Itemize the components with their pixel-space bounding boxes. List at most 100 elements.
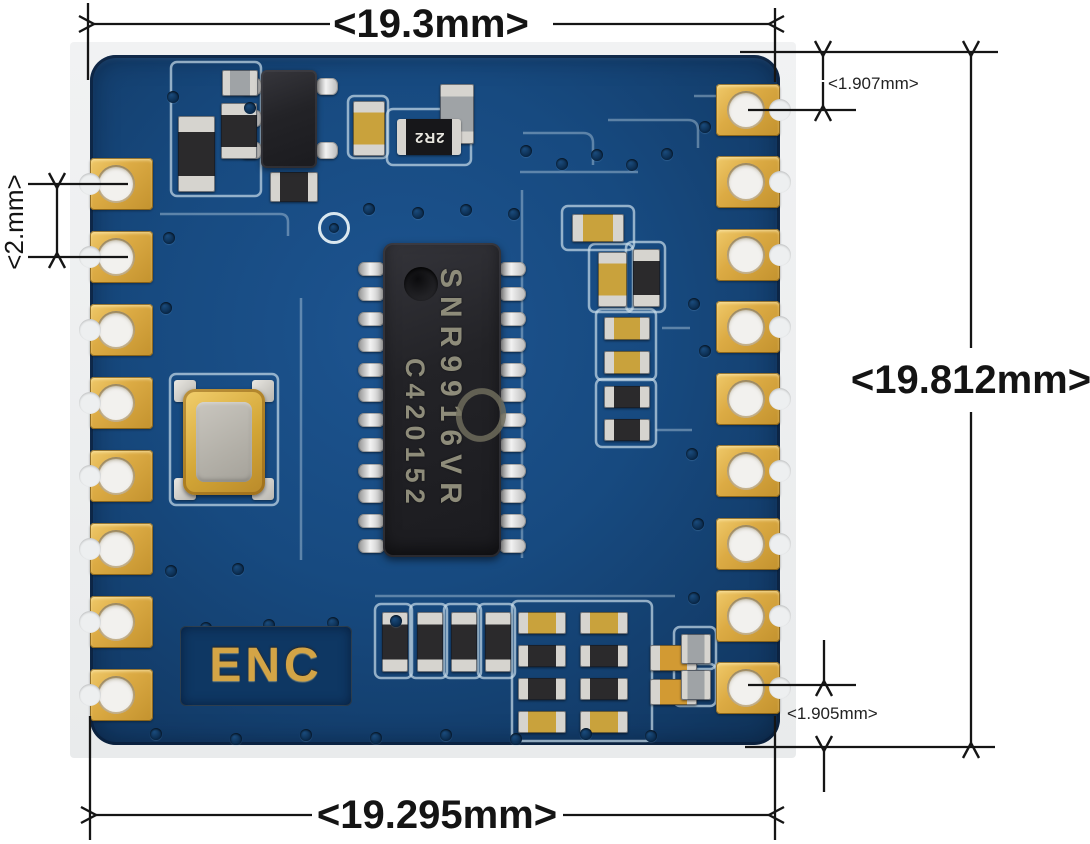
- pad-hole: [727, 524, 765, 563]
- via: [165, 565, 177, 577]
- smd-capacitor: [222, 70, 258, 96]
- castellated-pad-left-5: [79, 450, 153, 502]
- smd-capacitor: [451, 612, 477, 672]
- via: [510, 733, 522, 745]
- via: [688, 298, 700, 310]
- pad-hole: [727, 452, 765, 491]
- castellation-notch: [769, 315, 791, 338]
- dim-bottom-width-label: <19.295mm>: [316, 793, 558, 837]
- pad-hole: [727, 307, 765, 346]
- fiducial-ring: [318, 212, 350, 244]
- ic-pin-right-7: [499, 413, 526, 427]
- via: [363, 203, 375, 215]
- via: [232, 563, 244, 575]
- pad-hole: [97, 311, 135, 349]
- castellation-notch: [769, 388, 791, 410]
- via: [440, 729, 452, 741]
- castellated-pad-left-8: [79, 669, 153, 721]
- ic-pin-left-11: [358, 514, 385, 528]
- via: [699, 121, 711, 133]
- silkscreen-plate: ENC: [180, 626, 352, 706]
- via: [370, 732, 382, 744]
- dim-top-width-label: <19.3mm>: [333, 2, 529, 46]
- ic-pin-left-4: [358, 338, 385, 352]
- via: [688, 592, 700, 604]
- via: [692, 518, 704, 530]
- via: [412, 207, 424, 219]
- ic-pin-right-6: [499, 388, 526, 402]
- ic-pin-right-5: [499, 363, 526, 377]
- castellation-notch: [79, 246, 101, 268]
- smd-capacitor: [598, 252, 627, 307]
- via: [626, 159, 638, 171]
- smd-capacitor: [681, 670, 711, 700]
- smd-capacitor: [580, 678, 628, 700]
- via: [591, 149, 603, 161]
- main-ic: [383, 243, 501, 557]
- pad-hole: [97, 530, 135, 568]
- castellation-notch: [769, 460, 791, 483]
- via: [150, 728, 162, 740]
- castellated-pad-right-1: [716, 84, 791, 136]
- ic-part-number: SNR9916VR: [434, 268, 467, 512]
- castellation-notch: [769, 677, 791, 699]
- castellated-pad-right-4: [716, 300, 791, 353]
- castellated-pad-right-6: [716, 445, 791, 498]
- pad-hole: [97, 603, 135, 641]
- sot-pin-4: [316, 78, 338, 95]
- ic-pin-left-10: [358, 489, 385, 503]
- dim-bottom-pad-offset-label: <1.905mm>: [787, 704, 878, 723]
- smd-capacitor: [604, 317, 650, 340]
- castellated-pad-left-4: [79, 377, 153, 429]
- smd-capacitor: [178, 116, 215, 192]
- ic-pin-left-12: [358, 539, 385, 553]
- castellated-pad-right-5: [716, 373, 791, 425]
- smd-capacitor: [604, 419, 650, 441]
- via: [329, 223, 339, 233]
- castellated-pad-left-1: [79, 158, 153, 210]
- castellation-notch: [769, 532, 791, 555]
- via: [390, 615, 402, 627]
- ic-pin-left-9: [358, 464, 385, 478]
- ic-pin-right-3: [499, 312, 526, 326]
- smd-capacitor: [485, 612, 511, 672]
- smd-capacitor: [604, 351, 650, 374]
- dim-overall-height-label: <19.812mm>: [850, 358, 1090, 402]
- pad-hole: [97, 165, 135, 203]
- dim-top-pad-offset-label: <1.907mm>: [828, 74, 919, 93]
- pad-hole: [727, 235, 765, 274]
- castellation-notch: [79, 684, 101, 706]
- castellation-notch: [769, 604, 791, 627]
- smd-capacitor: [270, 172, 318, 202]
- pad-hole: [727, 380, 765, 418]
- ic-pin-right-11: [499, 514, 526, 528]
- via: [244, 102, 256, 114]
- castellated-pad-left-6: [79, 523, 153, 575]
- smd-capacitor: [580, 645, 628, 667]
- smd-capacitor: [572, 214, 624, 242]
- pad-hole: [727, 669, 765, 707]
- resistor-label: 2R2: [413, 129, 445, 146]
- ic-lot-code: C420152: [400, 358, 430, 510]
- pad-hole: [97, 676, 135, 714]
- ic-marking: SNR9916VR C420152: [398, 268, 468, 512]
- dim-pad-pitch-label: <2.mm>: [0, 174, 29, 270]
- castellated-pad-right-2: [716, 156, 791, 209]
- castellated-pad-right-8: [716, 589, 791, 642]
- pad-hole: [727, 596, 765, 635]
- pin1-dimple: [404, 267, 438, 301]
- ic-pin-right-2: [499, 287, 526, 301]
- castellation-notch: [79, 611, 101, 633]
- castellated-pad-left-2: [79, 231, 153, 283]
- castellation-notch: [79, 392, 101, 414]
- smd-capacitor: [518, 711, 566, 733]
- ic-pin-left-8: [358, 438, 385, 452]
- castellated-pad-left-7: [79, 596, 153, 648]
- via: [580, 728, 592, 740]
- ic-pin-right-8: [499, 438, 526, 452]
- via: [230, 733, 242, 745]
- via: [645, 730, 657, 742]
- smd-capacitor: [681, 634, 711, 664]
- castellation-notch: [79, 465, 101, 487]
